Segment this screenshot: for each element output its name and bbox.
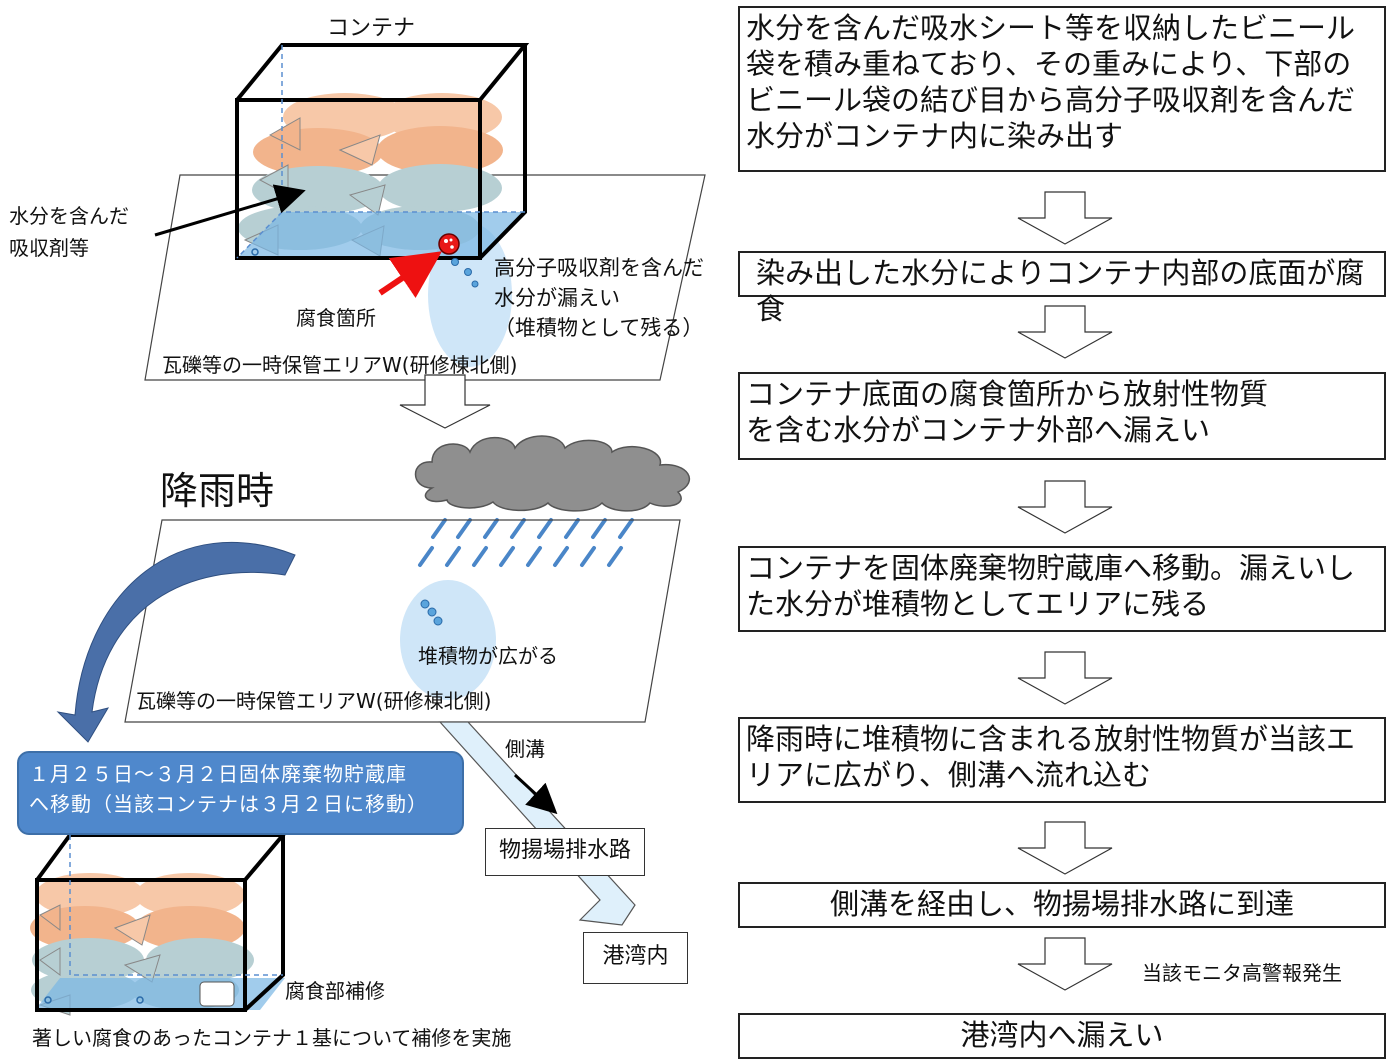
container-top (235, 43, 530, 288)
spread-puddle (400, 580, 496, 700)
harbor-box: 港湾内 (583, 932, 688, 984)
repair-note: 著しい腐食のあったコンテナ１基について補修を実施 (32, 1026, 512, 1050)
rain-drops (418, 518, 634, 567)
spread-label: 堆積物が広がる (418, 644, 558, 668)
flow-step-2: 染み出した水分によりコンテナ内部の底面が腐食 (738, 251, 1386, 326)
container-repaired (30, 833, 288, 1016)
rain-cloud-icon (414, 435, 691, 512)
pointer-arrow-absorbent (154, 184, 306, 237)
flow-step-1: 水分を含んだ吸水シート等を収納したビニール袋を積み重ねており、その重みにより、下… (738, 6, 1386, 172)
area-label-bottom: 瓦礫等の一時保管エリアW(研修棟北側) (136, 689, 492, 713)
flow-step-6: 側溝を経由し、物揚場排水路に到達 (738, 882, 1386, 928)
drain-box: 物揚場排水路 (485, 828, 645, 876)
container-title: コンテナ (327, 16, 416, 41)
flow-down-arrows (1017, 191, 1113, 991)
move-callout: １月２５日～３月２日固体廃棄物貯蔵庫 へ移動（当該コンテナは３月２日に移動） (17, 751, 464, 835)
alarm-note: 当該モニタ高警報発生 (1142, 961, 1342, 985)
ditch-label: 側溝 (505, 737, 545, 761)
flow-step-7: 港湾内へ漏えい (738, 1013, 1386, 1059)
rain-label: 降雨時 (160, 469, 275, 513)
pointer-arrow-corrosion (378, 251, 442, 299)
flow-step-5: 降雨時に堆積物に含まれる放射性物質が当該エリアに広がり、側溝へ流れ込む (738, 717, 1386, 803)
repair-label: 腐食部補修 (285, 979, 385, 1003)
leak-label: 高分子吸収剤を含んだ 水分が漏えい （堆積物として残る） (494, 256, 704, 340)
down-arrow-left (399, 374, 491, 429)
storage-area-plane-bottom (124, 519, 681, 723)
flow-step-3: コンテナ底面の腐食箇所から放射性物質 を含む水分がコンテナ外部へ漏えい (738, 372, 1386, 460)
move-curve-arrow (56, 541, 296, 743)
area-label-top: 瓦礫等の一時保管エリアW(研修棟北側) (162, 353, 518, 377)
flow-step-4: コンテナを固体廃棄物貯蔵庫へ移動。漏えいした水分が堆積物としてエリアに残る (738, 546, 1386, 632)
corrosion-point-label: 腐食箇所 (296, 306, 376, 330)
absorbent-label: 水分を含んだ 吸収剤等 (9, 204, 129, 260)
